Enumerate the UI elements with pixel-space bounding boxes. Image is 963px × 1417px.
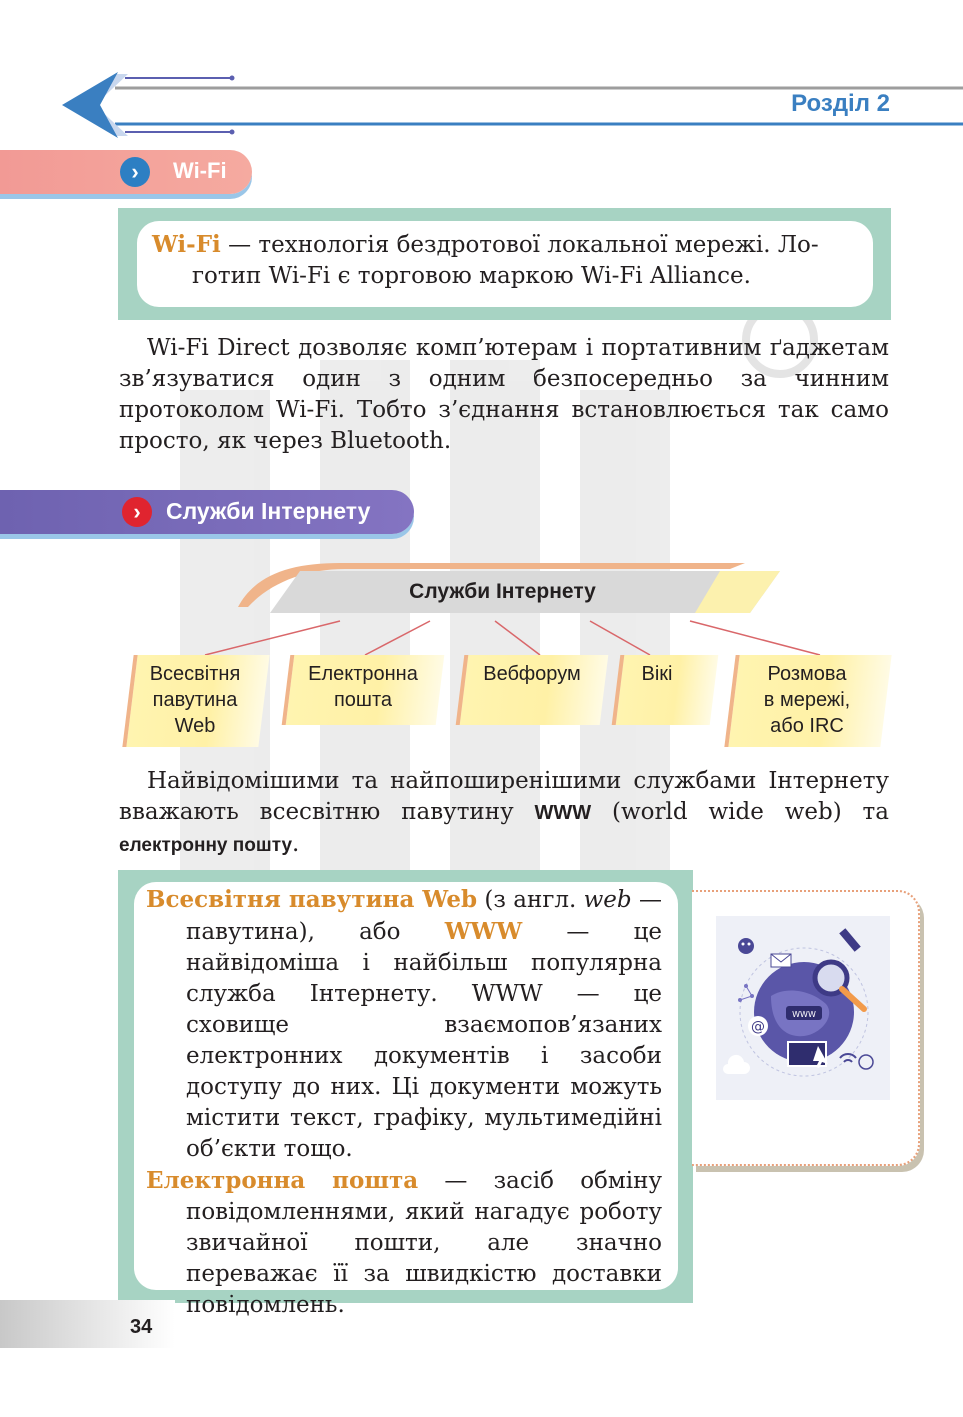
globe-illustration: WWW @ — [716, 916, 890, 1100]
diagram-node-email-line: Електронна — [308, 663, 418, 685]
paragraph-services: Найвідомішими та найпоширенішими службам… — [119, 766, 889, 861]
illustration-at-symbol: @ — [751, 1019, 765, 1035]
diagram-node-web-line: павутина — [152, 689, 238, 711]
definition-wifi: Wi-Fi — технологія бездротової локальної… — [152, 229, 862, 292]
definition-wifi-line1: Wi-Fi — технологія бездротової локальної… — [152, 229, 862, 261]
chevron-right-icon: › — [122, 497, 152, 527]
definition-box-wifi-inner — [137, 221, 873, 307]
section-header-services — [0, 490, 414, 534]
definition-web-italic: web — [583, 887, 632, 913]
section-title-services: Служби Інтернету — [166, 498, 371, 524]
chevron-right-icon: › — [120, 157, 150, 187]
definition-web: Всесвітня павутина Web (з англ. web — па… — [146, 884, 662, 1165]
diagram-node-irc-line: в мережі, — [763, 689, 851, 711]
diagram-node-web-line: Всесвітня — [149, 663, 241, 685]
definition-email-text: — засіб обміну повідомленнями, який нага… — [186, 1168, 662, 1318]
definition-term-email: Електронна пошта — [146, 1167, 419, 1194]
definition-term-www: WWW — [444, 918, 523, 945]
definition-list: Всесвітня павутина Web (з англ. web — па… — [146, 884, 662, 1321]
diagram-node-wiki-line: Вікі — [641, 663, 673, 685]
header-decoration — [62, 72, 963, 138]
definition-wifi-text-1: — технологія бездротової локальної мереж… — [220, 232, 819, 258]
definition-web-text2: — павутина), або — [186, 887, 662, 945]
paragraph-services-end: . — [292, 831, 300, 857]
diagram-root: Служби Інтернету — [409, 580, 596, 603]
definition-term-wifi: Wi-Fi — [152, 231, 221, 258]
diagram-node-web: Всесвітня павутина Web — [128, 661, 262, 739]
diagram-node-forum-line: Вебфорум — [483, 663, 581, 685]
paragraph-services-part1: Найвідомішими та найпоширенішими службам… — [119, 768, 889, 825]
paragraph-wifi-direct-text: Wi-Fi Direct дозволяє комп’ютерам і порт… — [119, 335, 889, 454]
definition-web-text1: (з англ. — [477, 887, 584, 913]
definition-email: Електронна пошта — засіб обміну повідомл… — [146, 1165, 662, 1321]
diagram-node-email: Електронна пошта — [288, 661, 438, 713]
diagram-node-wiki: Вікі — [610, 661, 704, 687]
definition-wifi-line2: готип Wi-Fi є торговою маркою Wi-Fi Alli… — [192, 263, 751, 289]
diagram-node-irc-line: Розмова — [767, 663, 847, 685]
illustration-www-badge: WWW — [792, 1010, 816, 1019]
diagram-node-email-line: пошта — [333, 689, 393, 711]
paragraph-services-www: WWW — [534, 802, 592, 824]
diagram-node-irc: Розмова в мережі, або IRC — [731, 661, 883, 739]
diagram-node-forum: Вебфорум — [462, 661, 602, 687]
services-diagram-graphics — [204, 563, 821, 656]
paragraph-wifi-direct: Wi-Fi Direct дозволяє комп’ютерам і порт… — [119, 333, 889, 457]
definition-web-text3: — це найвідоміша і найбільш популярна сл… — [186, 919, 662, 1162]
section-title-wifi: Wi-Fi — [173, 158, 227, 183]
definition-term-web: Всесвітня павутина Web — [146, 886, 478, 913]
definition-box-services-inner — [134, 882, 678, 1290]
paragraph-services-text: Найвідомішими та найпоширенішими службам… — [119, 766, 889, 861]
footer-band — [0, 1300, 175, 1348]
page-number: 34 — [130, 1316, 153, 1338]
diagram-node-web-line: Web — [174, 715, 216, 737]
paragraph-services-email: електронну пошту — [119, 835, 293, 856]
diagram-node-irc-line: або IRC — [770, 715, 844, 737]
chapter-title: Розділ 2 — [791, 90, 890, 117]
paragraph-services-part2: (world wide web) та — [591, 799, 889, 825]
